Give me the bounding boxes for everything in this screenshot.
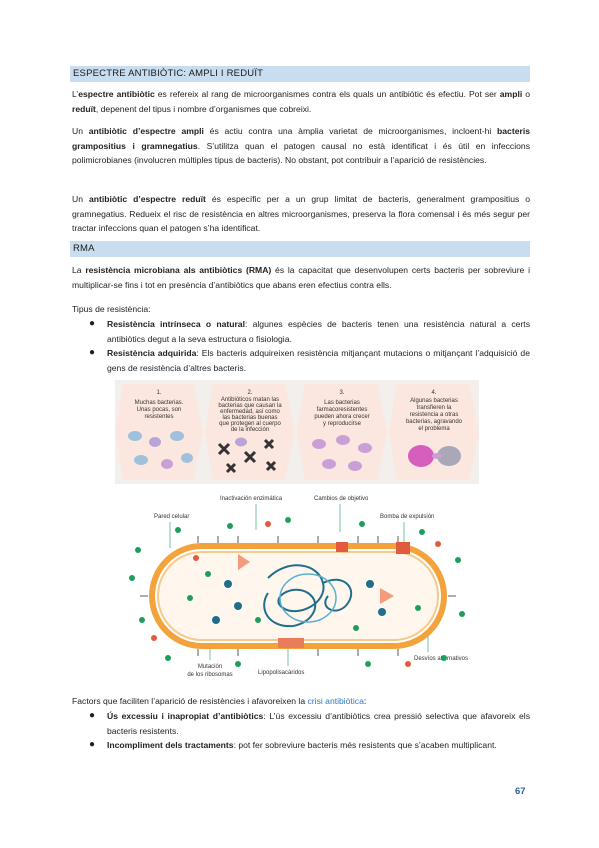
- svg-text:y reproducirse: y reproducirse: [323, 421, 362, 427]
- list-item: ●Incompliment dels tractaments: pot fer …: [72, 738, 530, 753]
- step-3-caption: Las bacterias farmacoresistentes pueden …: [314, 400, 369, 427]
- label-enzymatic-inactivation: Inactivación enzimática: [220, 496, 283, 502]
- list-item: ●Ús excessiu i inapropiat d’antibiòtics:…: [89, 710, 530, 736]
- factors-intro: Factors que faciliten l’aparició de resi…: [72, 696, 367, 706]
- resistance-mechanisms-diagram: Pared celular Inactivación enzimática Ca…: [129, 496, 468, 678]
- factors-list: ●Ús excessiu i inapropiat d’antibiòtics:…: [72, 709, 530, 753]
- ribosome-icon: [212, 580, 386, 624]
- step-1-caption: Muchas bacterias. Unas pocas, son resist…: [135, 400, 184, 420]
- paragraph-spectrum-definition: L’espectre antibiòtic es refereix al ran…: [72, 89, 531, 114]
- step-3-panel: 3. Las bacterias farmacoresistentes pued…: [297, 384, 387, 480]
- svg-text:bacterias, agravando: bacterias, agravando: [406, 419, 463, 425]
- paragraph-rma-definition: La resistència microbiana als antibiòtic…: [72, 265, 530, 290]
- list-item: ●Resistència intrínseca o natural: algun…: [89, 318, 530, 344]
- label-cell-wall: Pared celular: [154, 514, 189, 520]
- section-heading-rma: RMA: [70, 241, 530, 257]
- svg-text:las bacterias buenas: las bacterias buenas: [222, 415, 277, 421]
- dna-icon: [263, 564, 353, 628]
- gene-transfer-bacteria-icon: [408, 445, 461, 467]
- svg-text:resistencia a otras: resistencia a otras: [410, 412, 459, 418]
- resistance-types-intro: Tipus de resistència:: [72, 304, 151, 314]
- step-number: 1.: [156, 390, 161, 396]
- bullet-icon: ●: [89, 347, 96, 359]
- bullet-icon: ●: [89, 710, 96, 721]
- svg-text:pueden ahora crecer: pueden ahora crecer: [314, 414, 369, 420]
- svg-text:de la infección: de la infección: [231, 427, 269, 433]
- bacterium-cell: [140, 536, 456, 656]
- resistance-steps-illustration: 1. Muchas bacterias. Unas pocas, son res…: [115, 380, 479, 484]
- svg-text:enfermedad, así como: enfermedad, así como: [220, 409, 280, 415]
- svg-text:que protegen al cuerpo: que protegen al cuerpo: [219, 421, 281, 427]
- svg-text:Mutación: Mutación: [198, 664, 222, 670]
- label-efflux-pump: Bomba de expulsión: [380, 514, 434, 520]
- label-ribosome-mutation: Mutación de los ribosomas: [187, 664, 232, 678]
- enzyme-icon: [238, 554, 250, 570]
- svg-text:bacterias que causan la: bacterias que causan la: [218, 403, 282, 409]
- inactivated-molecules: [151, 521, 441, 667]
- alternative-pathway-arrow-icon: [380, 588, 394, 604]
- step-2-panel: 2. Antibióticos matan las bacterias que …: [205, 384, 295, 480]
- step-1-panel: 1. Muchas bacterias. Unas pocas, son res…: [115, 384, 203, 480]
- efflux-pump-icon: [396, 542, 410, 554]
- list-item: ●Resistència adquirida: Els bacteris adq…: [89, 347, 530, 373]
- page-number: 67: [515, 786, 526, 797]
- step-2-caption: Antibióticos matan las bacterias que cau…: [218, 397, 282, 433]
- step-number: 2.: [247, 390, 252, 396]
- svg-text:de los ribosomas: de los ribosomas: [187, 672, 232, 678]
- svg-text:farmacoresistentes: farmacoresistentes: [317, 407, 368, 413]
- paragraph-narrow-spectrum: Un antibiòtic d’espectre reduït és espec…: [72, 194, 530, 234]
- svg-text:el problema: el problema: [418, 426, 450, 432]
- target-change-icon: [336, 542, 348, 552]
- bullet-icon: ●: [89, 739, 96, 751]
- step-number: 4.: [431, 390, 436, 396]
- lipopolysaccharide-icon: [278, 638, 304, 648]
- svg-text:Antibióticos matan las: Antibióticos matan las: [221, 397, 279, 403]
- step-4-panel: 4. Algunas bacterias transfieren la resi…: [389, 384, 479, 480]
- svg-text:resistentes: resistentes: [144, 414, 173, 420]
- step-number: 3.: [339, 390, 344, 396]
- bullet-icon: ●: [89, 318, 96, 329]
- label-alternative-pathways: Desvíos alternativos: [414, 656, 468, 662]
- resistant-bacterium-icon: [235, 437, 247, 447]
- paragraph-broad-spectrum: Un antibiòtic d’espectre ampli és actiu …: [72, 126, 530, 166]
- svg-text:transfieren la: transfieren la: [417, 405, 452, 411]
- step-4-caption: Algunas bacterias transfieren la resiste…: [406, 398, 463, 432]
- svg-text:Muchas bacterias.: Muchas bacterias.: [135, 400, 184, 406]
- label-lipopolysaccharides: Lipopolisacáridos: [258, 670, 304, 676]
- svg-text:Algunas bacterias: Algunas bacterias: [410, 398, 458, 404]
- antibiotic-molecules: [129, 517, 465, 667]
- bacteria-icon: [312, 435, 372, 471]
- crisis-link[interactable]: crisi antibiòtica: [307, 696, 364, 706]
- resistance-types-list: ●Resistència intrínseca o natural: algun…: [72, 317, 530, 375]
- pili: [140, 536, 456, 656]
- bacteria-icon: [128, 431, 193, 469]
- dead-bacteria-icon: [217, 438, 277, 474]
- svg-text:Unas pocas, son: Unas pocas, son: [137, 407, 182, 413]
- svg-text:Las bacterias: Las bacterias: [324, 400, 360, 406]
- section-heading-spectrum: ESPECTRE ANTIBIÒTIC: AMPLI I REDUÏT: [70, 66, 530, 82]
- label-target-changes: Cambios de objetivo: [314, 496, 369, 502]
